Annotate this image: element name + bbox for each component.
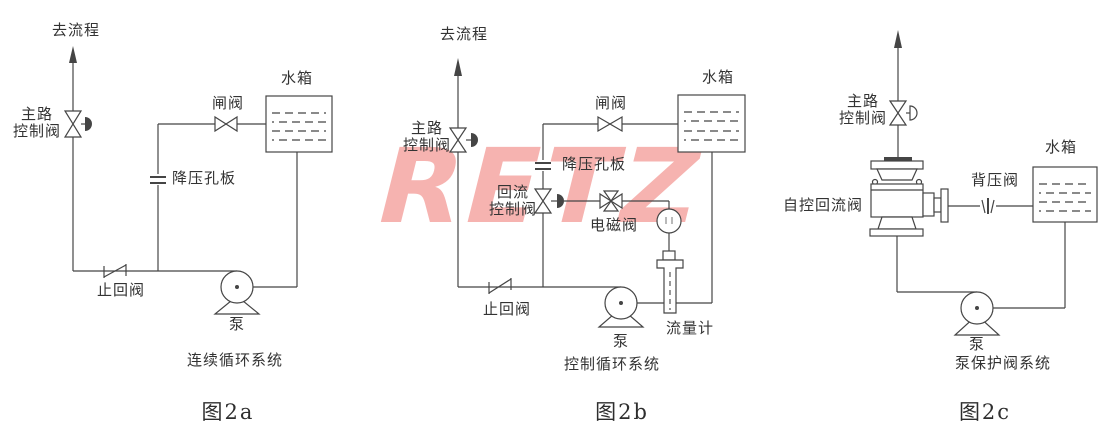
tank-label-a: 水箱 xyxy=(281,69,314,87)
figure-label-c: 图2c xyxy=(958,400,1012,424)
check-valve-label-a: 止回阀 xyxy=(97,281,146,299)
tank-label-b: 水箱 xyxy=(702,68,735,86)
orifice-label-a: 降压孔板 xyxy=(172,169,237,187)
pump-icon xyxy=(597,286,645,328)
figure-label-a: 图2a xyxy=(201,400,255,424)
water-tank-icon xyxy=(265,95,333,153)
pump-label-b: 泵 xyxy=(613,332,630,350)
return-valve-label-b: 回流 控制阀 xyxy=(486,184,540,218)
gate-valve-icon xyxy=(597,115,623,133)
return-valve-label-b-line1: 回流 xyxy=(496,183,529,201)
main-valve-label-c: 主路 控制阀 xyxy=(835,93,891,127)
main-valve-label-b-line2: 控制阀 xyxy=(402,136,451,154)
auto-recirc-valve-label-c: 自控回流阀 xyxy=(783,196,864,214)
gate-valve-icon xyxy=(214,115,238,133)
flow-meter-icon xyxy=(656,250,684,314)
diagram-b-piping xyxy=(448,58,746,328)
flow-arrow-icon xyxy=(454,58,462,76)
auto-recirculation-valve-icon xyxy=(869,157,949,237)
back-pressure-valve-icon xyxy=(981,198,995,214)
pump-label-c: 泵 xyxy=(969,335,986,353)
flow-arrow-icon xyxy=(69,46,77,63)
check-valve-icon xyxy=(103,264,127,278)
tank-label-c: 水箱 xyxy=(1045,138,1078,156)
caption-c: 泵保护阀系统 xyxy=(954,354,1052,372)
gate-valve-label-a: 闸阀 xyxy=(212,94,245,112)
back-pressure-valve-label-c: 背压阀 xyxy=(971,171,1020,189)
orifice-label-b: 降压孔板 xyxy=(562,155,627,173)
diagram-c-piping xyxy=(869,30,1098,336)
instrument-circle-icon xyxy=(656,208,682,234)
orifice-plate-icon xyxy=(150,176,166,184)
check-valve-icon xyxy=(488,278,512,294)
flow-meter-label-b: 流量计 xyxy=(666,319,715,337)
solenoid-valve-icon xyxy=(599,190,623,212)
orifice-plate-icon xyxy=(535,162,551,170)
pump-label-a: 泵 xyxy=(229,315,246,333)
return-control-valve-icon xyxy=(533,188,564,214)
main-valve-label-c-line1: 主路 xyxy=(846,92,879,110)
pump-icon xyxy=(213,270,261,315)
to-process-label-b: 去流程 xyxy=(440,25,489,43)
main-valve-label-a-line1: 主路 xyxy=(20,105,53,123)
check-valve-label-b: 止回阀 xyxy=(483,300,532,318)
diagram-a-piping xyxy=(63,46,333,315)
gate-valve-label-b: 闸阀 xyxy=(595,94,628,112)
water-tank-icon xyxy=(1032,166,1098,223)
main-valve-label-a: 主路 控制阀 xyxy=(8,106,66,140)
to-process-label-a: 去流程 xyxy=(52,21,101,39)
pump-icon xyxy=(953,291,1001,336)
water-tank-icon xyxy=(677,94,746,153)
flow-arrow-icon xyxy=(894,30,902,48)
main-control-valve-icon xyxy=(888,100,918,126)
main-valve-label-b: 主路 控制阀 xyxy=(399,120,455,154)
main-valve-label-c-line2: 控制阀 xyxy=(838,109,887,127)
main-valve-label-b-line1: 主路 xyxy=(410,119,443,137)
figure-label-b: 图2b xyxy=(595,400,649,424)
main-control-valve-icon xyxy=(448,127,478,153)
solenoid-valve-label-b: 电磁阀 xyxy=(590,216,639,234)
main-valve-label-a-line2: 控制阀 xyxy=(12,122,61,140)
main-control-valve-icon xyxy=(63,110,92,138)
caption-a: 连续循环系统 xyxy=(186,351,284,369)
return-valve-label-b-line2: 控制阀 xyxy=(488,200,537,218)
caption-b: 控制循环系统 xyxy=(563,355,661,373)
